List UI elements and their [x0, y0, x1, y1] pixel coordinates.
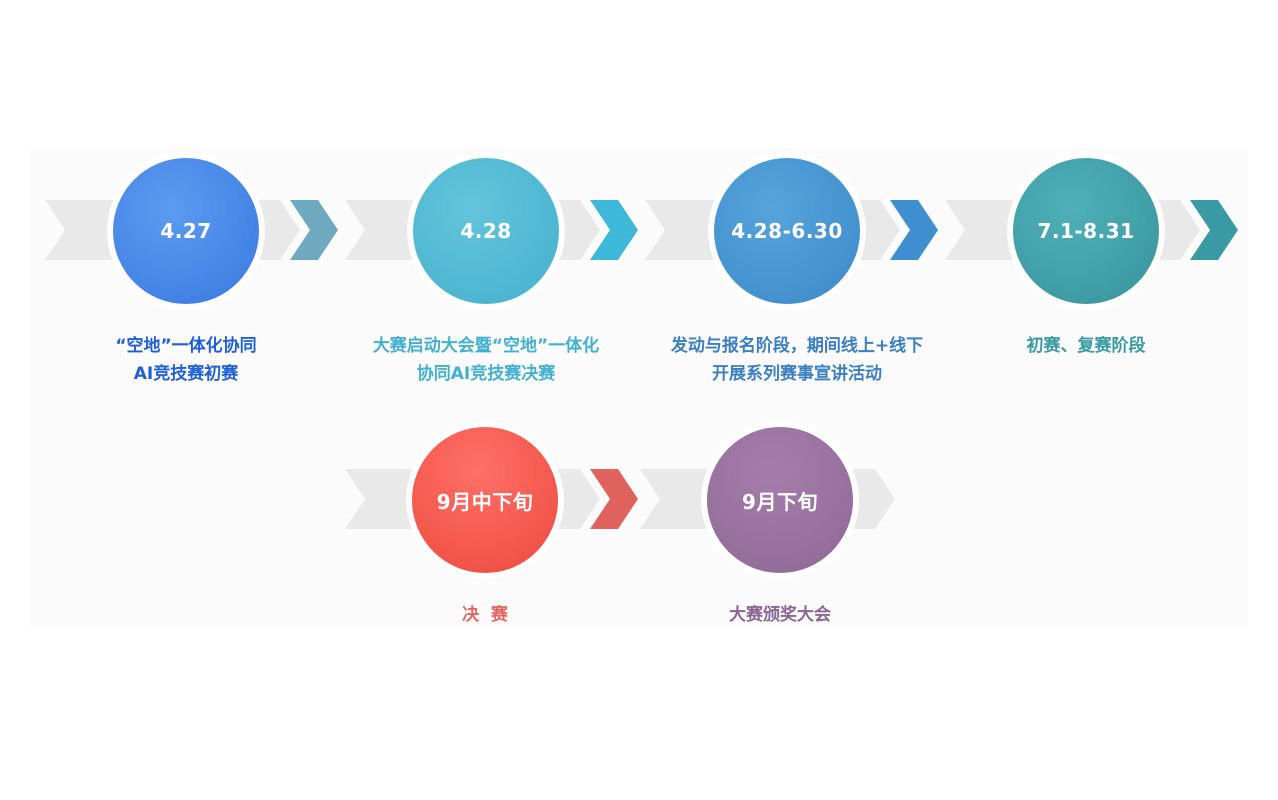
step-4-caption-line-1: 初赛、复赛阶段 [1026, 336, 1146, 356]
step-5-caption: 决 赛 [385, 601, 585, 629]
step-3-caption-line-1: 发动与报名阶段，期间线上+线下 [670, 336, 924, 356]
step-1-date: 4.27 [160, 219, 212, 243]
step-4-next-arrow [1190, 200, 1238, 260]
step-3-date: 4.28-6.30 [731, 219, 843, 243]
step-5-next-arrow [590, 469, 638, 529]
step-3-next-arrow [890, 200, 938, 260]
step-1-caption-line-2: AI竞技赛初赛 [133, 364, 239, 384]
step-1-date-circle: 4.27 [113, 158, 259, 304]
step-3-caption: 发动与报名阶段，期间线上+线下 开展系列赛事宣讲活动 [648, 332, 946, 388]
step-2-date-circle: 4.28 [413, 158, 559, 304]
step-5-caption-line-1: 决 赛 [462, 605, 508, 625]
step-3-caption-line-2: 开展系列赛事宣讲活动 [712, 364, 882, 384]
step-4-date: 7.1-8.31 [1037, 219, 1135, 243]
step-1-next-arrow [290, 200, 338, 260]
step-2-caption: 大赛启动大会暨“空地”一体化 协同AI竞技赛决赛 [348, 332, 624, 388]
step-6-caption-line-1: 大赛颁奖大会 [729, 605, 831, 625]
step-5-date: 9月中下旬 [436, 489, 534, 514]
step-2-next-arrow [590, 200, 638, 260]
step-2-caption-line-1: 大赛启动大会暨“空地”一体化 [372, 336, 600, 356]
step-1-caption-line-1: “空地”一体化协同 [115, 336, 257, 356]
step-3-date-circle: 4.28-6.30 [714, 158, 860, 304]
step-6-date: 9月下旬 [742, 489, 818, 514]
step-1-caption: “空地”一体化协同 AI竞技赛初赛 [80, 332, 292, 388]
step-6-caption: 大赛颁奖大会 [680, 601, 880, 629]
step-5-date-circle: 9月中下旬 [412, 427, 558, 573]
step-4-caption: 初赛、复赛阶段 [986, 332, 1186, 360]
step-4-date-circle: 7.1-8.31 [1013, 158, 1159, 304]
step-6-date-circle: 9月下旬 [707, 427, 853, 573]
step-2-caption-line-2: 协同AI竞技赛决赛 [416, 364, 556, 384]
step-2-date: 4.28 [460, 219, 512, 243]
